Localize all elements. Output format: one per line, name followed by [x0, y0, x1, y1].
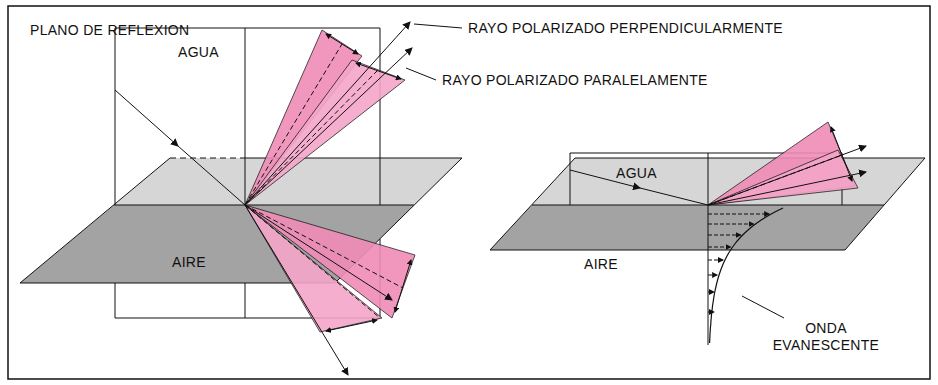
right-illustration: [490, 122, 925, 345]
medium-label: AIRE: [584, 256, 618, 273]
left-illustration: [20, 22, 462, 375]
field-arrow: [708, 292, 714, 293]
field-arrow: [708, 312, 714, 313]
wave-label: ONDA EVANESCENTE: [768, 320, 884, 354]
ray-label: RAYO POLARIZADO PERPENDICULARMENTE: [468, 20, 783, 37]
medium-label: AGUA: [178, 44, 219, 61]
plane-label: PLANO DE REFLEXION: [30, 22, 189, 39]
field-arrow: [708, 247, 731, 248]
field-arrow: [708, 235, 741, 236]
ray-label: RAYO POLARIZADO PARALELAMENTE: [442, 72, 708, 89]
field-arrow: [708, 224, 754, 225]
field-arrow: [708, 260, 723, 261]
field-arrow: [708, 214, 769, 215]
medium-label: AGUA: [616, 165, 657, 182]
field-arrow: [708, 275, 717, 276]
medium-label: AIRE: [172, 254, 206, 271]
frame: [8, 6, 930, 379]
